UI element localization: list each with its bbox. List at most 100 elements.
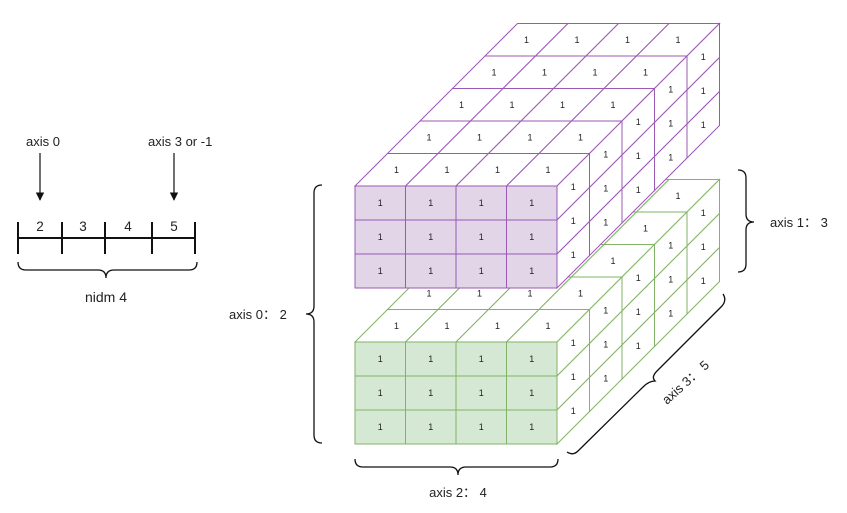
cell-value: 1: [529, 422, 534, 432]
cell-value: 1: [636, 307, 641, 317]
front-face-cell: [506, 219, 558, 255]
cell-value: 1: [527, 288, 532, 298]
cell-value: 1: [378, 354, 383, 364]
cell-value: 1: [668, 84, 673, 94]
cell-value: 1: [571, 216, 576, 226]
cell-value: 1: [529, 198, 534, 208]
front-face-cell: [405, 375, 457, 411]
axis-last-pointer-label: axis 3 or -1: [148, 134, 212, 149]
cell-value: 1: [668, 118, 673, 128]
axis3-label: axis 3： 5: [659, 357, 712, 407]
side-face-cell: [686, 246, 720, 316]
front-face-cell: [354, 409, 406, 445]
cell-value: 1: [603, 149, 608, 159]
front-face-cell: [405, 185, 457, 221]
cell-value: 1: [428, 266, 433, 276]
shape-ruler: [17, 222, 196, 254]
cell-value: 1: [574, 35, 579, 45]
cell-value: 1: [571, 182, 576, 192]
cell-value: 1: [592, 67, 597, 77]
cell-value: 1: [378, 388, 383, 398]
cell-value: 1: [529, 388, 534, 398]
front-face-cell: [354, 219, 406, 255]
cell-value: 1: [668, 152, 673, 162]
cell-value: 1: [479, 198, 484, 208]
cell-value: 1: [495, 321, 500, 331]
dim-value: 2: [36, 219, 44, 234]
ndim-label: nidm 4: [85, 289, 127, 305]
cell-value: 1: [571, 338, 576, 348]
front-face-cell: [455, 409, 507, 445]
cell-value: 1: [378, 198, 383, 208]
cell-value: 1: [545, 321, 550, 331]
axis0-slice-0-block: 1 1 1 1 1 1 1 1 1 1 1 1 1 1 1 1 1 1 1 1 1 1 1 1 1 1 1 1 1 1 1 1 1 1 1 1 1 1 1 1…: [353, 22, 721, 290]
front-face-cell: [354, 185, 406, 221]
cell-value: 1: [701, 86, 706, 96]
axis0-brace: [305, 184, 323, 444]
cell-value: 1: [428, 388, 433, 398]
axis0-pointer-label: axis 0: [26, 134, 60, 149]
cell-value: 1: [479, 388, 484, 398]
shape-legend: axis 0 axis 3 or -1 2 3 4 5 nidm 4: [17, 134, 212, 305]
cell-value: 1: [426, 132, 431, 142]
cell-value: 1: [603, 217, 608, 227]
cell-value: 1: [479, 422, 484, 432]
cell-value: 1: [578, 288, 583, 298]
front-face-cell: [455, 375, 507, 411]
cell-value: 1: [603, 183, 608, 193]
cell-value: 1: [643, 67, 648, 77]
side-face-cell: [686, 90, 720, 160]
cell-value: 1: [668, 240, 673, 250]
cell-value: 1: [378, 232, 383, 242]
axis2-label: axis 2： 4: [429, 485, 487, 500]
cell-value: 1: [636, 117, 641, 127]
cell-value: 1: [643, 223, 648, 233]
cell-value: 1: [636, 341, 641, 351]
cell-value: 1: [479, 232, 484, 242]
axis0-label: axis 0： 2: [229, 307, 287, 322]
axis3-brace: [566, 293, 726, 455]
cell-value: 1: [495, 165, 500, 175]
cell-value: 1: [529, 232, 534, 242]
cell-value: 1: [636, 185, 641, 195]
dim-value: 3: [79, 219, 87, 234]
front-face-cell: [405, 341, 457, 377]
axis2-brace: [354, 458, 559, 476]
cell-value: 1: [394, 321, 399, 331]
cell-value: 1: [479, 354, 484, 364]
cell-value: 1: [491, 67, 496, 77]
axis1-label: axis 1： 3: [770, 215, 828, 230]
cell-value: 1: [571, 406, 576, 416]
cell-value: 1: [524, 35, 529, 45]
cell-value: 1: [529, 266, 534, 276]
cell-value: 1: [701, 208, 706, 218]
cell-value: 1: [527, 132, 532, 142]
front-face-cell: [405, 219, 457, 255]
cell-value: 1: [545, 165, 550, 175]
cell-value: 1: [479, 266, 484, 276]
cell-value: 1: [571, 372, 576, 382]
cell-value: 1: [509, 100, 514, 110]
cell-value: 1: [444, 165, 449, 175]
cell-value: 1: [675, 191, 680, 201]
cell-value: 1: [378, 422, 383, 432]
cell-value: 1: [668, 274, 673, 284]
dim-value: 4: [124, 219, 132, 234]
cell-value: 1: [428, 354, 433, 364]
front-face-cell: [405, 409, 457, 445]
front-face-cell: [506, 375, 558, 411]
axis1-brace: [737, 169, 755, 273]
cell-value: 1: [477, 288, 482, 298]
cell-value: 1: [571, 250, 576, 260]
cell-value: 1: [428, 422, 433, 432]
cell-value: 1: [459, 100, 464, 110]
front-face-cell: [506, 185, 558, 221]
cell-value: 1: [542, 67, 547, 77]
cell-value: 1: [428, 198, 433, 208]
cell-value: 1: [603, 373, 608, 383]
cell-value: 1: [426, 288, 431, 298]
cell-value: 1: [428, 232, 433, 242]
cell-value: 1: [477, 132, 482, 142]
cell-value: 1: [394, 165, 399, 175]
